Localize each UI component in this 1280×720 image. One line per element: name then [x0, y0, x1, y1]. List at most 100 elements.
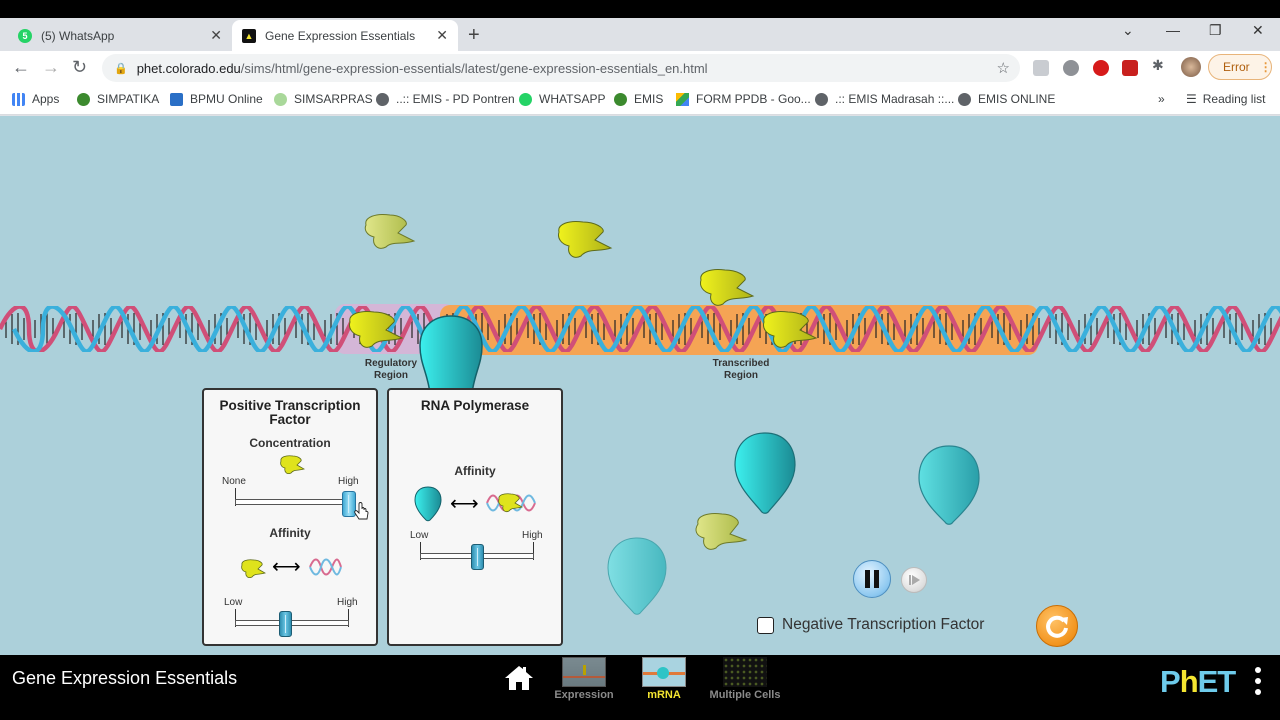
address-bar[interactable]: 🔒 phet.colorado.edu/sims/html/gene-expre…	[102, 54, 1020, 82]
bookmark-simsarpras[interactable]: SIMSARPRAS	[274, 92, 373, 106]
pdf-extension-icon[interactable]	[1122, 60, 1138, 76]
rna-polymerase-molecule[interactable]	[606, 536, 668, 616]
bookmark-simpatika[interactable]: SIMPATIKA	[77, 92, 159, 106]
transcription-factor-icon	[280, 455, 305, 474]
bookmark-label: WHATSAPP	[539, 92, 606, 106]
lock-icon: 🔒	[114, 62, 128, 75]
reset-all-button[interactable]	[1036, 605, 1078, 647]
screen-expression-button[interactable]: Expression	[554, 657, 614, 701]
affinity-label: Affinity	[269, 526, 311, 540]
double-arrow-icon: ⟷	[450, 493, 479, 515]
globe-icon	[958, 92, 971, 106]
tab-gene-expression[interactable]: ▲ Gene Expression Essentials ✕	[232, 20, 458, 51]
concentration-min-label: None	[222, 476, 246, 487]
phet-menu-button[interactable]	[1255, 667, 1263, 700]
transcription-factor-molecule[interactable]	[555, 218, 615, 262]
bookmark-label: EMIS	[634, 92, 664, 106]
double-arrow-icon: ⟷	[272, 556, 301, 578]
slider-tick	[420, 542, 421, 560]
apps-grid-icon	[12, 92, 25, 106]
negative-tf-checkbox[interactable]	[757, 616, 774, 634]
rna-polymerase-bound[interactable]	[418, 314, 484, 394]
tab-search-icon[interactable]: ⌄	[1122, 22, 1134, 38]
bookmark-emis-pontren[interactable]: ..:: EMIS - PD Pontren	[376, 92, 515, 106]
concentration-label: Concentration	[249, 436, 331, 450]
bookmark-emis[interactable]: EMIS	[614, 92, 663, 106]
bookmark-whatsapp[interactable]: WHATSAPP	[519, 92, 605, 106]
transcription-factor-molecule[interactable]	[697, 266, 757, 310]
bookmark-bpmu[interactable]: BPMU Online	[170, 92, 263, 106]
negative-tf-checkbox-row[interactable]: Negative Transcription Factor	[757, 616, 984, 634]
bookmark-star-icon[interactable]: ☆	[996, 60, 1010, 77]
expression-screen-thumbnail	[562, 657, 606, 687]
transcription-factor-bound[interactable]	[760, 308, 820, 352]
slider-tick	[348, 609, 349, 627]
extension-icon[interactable]	[1033, 60, 1049, 76]
opera-extension-icon[interactable]	[1093, 60, 1109, 76]
extension-grid-icon[interactable]	[1063, 60, 1079, 76]
close-window-button[interactable]: ✕	[1252, 22, 1264, 38]
bookmark-emis-online[interactable]: EMIS ONLINE	[958, 92, 1055, 106]
profile-error-button[interactable]: Error⋮	[1208, 54, 1272, 80]
affinity-min-label: Low	[410, 530, 429, 541]
reading-list-label: Reading list	[1202, 92, 1266, 106]
minimize-button[interactable]: —	[1166, 22, 1180, 38]
screen-label: mRNA	[647, 689, 681, 701]
simsarpras-icon	[274, 92, 287, 106]
tab-strip: 5 (5) WhatsApp ✕ ▲ Gene Expression Essen…	[0, 18, 1280, 51]
phet-logo[interactable]: PhET	[1160, 664, 1236, 699]
globe-icon	[815, 92, 828, 106]
bookmarks-overflow-button[interactable]: »	[1158, 92, 1165, 106]
simpatika-icon	[77, 92, 90, 106]
bpmu-icon	[170, 92, 183, 106]
reading-list-button[interactable]: ☰Reading list	[1186, 92, 1265, 106]
bookmark-label: .:: EMIS Madrasah ::...	[835, 92, 955, 106]
home-button[interactable]	[504, 665, 534, 696]
forward-button[interactable]: →	[42, 57, 60, 77]
profile-avatar[interactable]	[1181, 57, 1201, 77]
transcription-factor-molecule[interactable]	[362, 211, 418, 253]
ptf-affinity-slider-thumb[interactable]	[279, 611, 292, 637]
mrna-screen-thumbnail	[642, 657, 686, 687]
slider-tick	[235, 609, 236, 627]
rnap-affinity-slider-thumb[interactable]	[471, 544, 484, 570]
close-tab-icon[interactable]: ✕	[436, 27, 448, 43]
url-path: /sims/html/gene-expression-essentials/la…	[240, 60, 708, 76]
tab-label: (5) WhatsApp	[41, 28, 115, 43]
home-icon	[505, 666, 533, 690]
step-forward-button[interactable]	[901, 567, 927, 593]
affinity-max-label: High	[522, 530, 543, 541]
reload-button[interactable]: ↻	[72, 57, 88, 77]
screen-multiple-cells-button[interactable]: Multiple Cells	[708, 657, 782, 701]
extensions-puzzle-icon[interactable]: ✱	[1152, 57, 1164, 73]
phet-icon: ▲	[242, 28, 256, 43]
restore-button[interactable]: ❐	[1209, 22, 1222, 38]
pause-button[interactable]	[853, 560, 891, 598]
concentration-slider-thumb[interactable]	[342, 491, 356, 517]
bookmark-label: SIMPATIKA	[97, 92, 160, 106]
transcription-factor-molecule[interactable]	[692, 510, 750, 554]
rna-polymerase-molecule[interactable]	[917, 444, 981, 526]
tab-whatsapp[interactable]: 5 (5) WhatsApp ✕	[8, 20, 232, 51]
concentration-max-label: High	[338, 476, 359, 487]
rna-polymerase-icon	[414, 486, 442, 522]
whatsapp-icon	[519, 92, 532, 106]
reset-icon	[1046, 615, 1068, 638]
close-tab-icon[interactable]: ✕	[210, 27, 222, 43]
bookmark-emis-madrasah[interactable]: .:: EMIS Madrasah ::...	[815, 92, 954, 106]
rna-polymerase-molecule[interactable]	[733, 431, 797, 515]
back-button[interactable]: ←	[12, 57, 30, 77]
more-menu-icon: ⋮	[1259, 60, 1272, 74]
ptf-affinity-slider-track[interactable]	[235, 620, 349, 626]
bookmark-apps[interactable]: Apps	[12, 92, 59, 106]
screen-mrna-button[interactable]: mRNA	[634, 657, 694, 701]
new-tab-button[interactable]: +	[468, 24, 480, 46]
concentration-slider-track[interactable]	[235, 499, 353, 505]
bookmark-form-ppdb[interactable]: FORM PPDB - Goo...	[676, 92, 811, 106]
transcription-factor-bound[interactable]	[346, 308, 406, 352]
screen-top-border	[0, 0, 1280, 18]
browser-chrome: 5 (5) WhatsApp ✕ ▲ Gene Expression Essen…	[0, 18, 1280, 116]
